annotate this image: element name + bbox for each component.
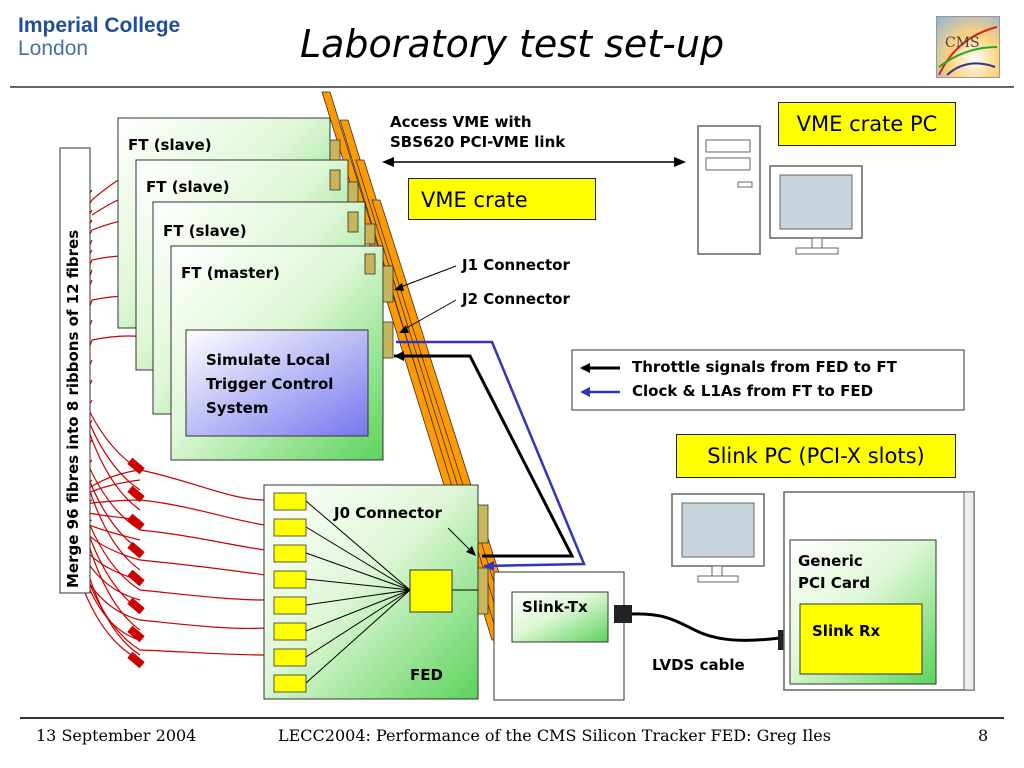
cms-emblem-icon: [938, 26, 998, 76]
fed-label: FED: [410, 666, 443, 684]
fed-input-lines: [305, 500, 480, 684]
generic-pci-line-2: PCI Card: [798, 574, 871, 592]
ft-slave-label-2: FT (slave): [146, 178, 230, 196]
slink-pc-label: Slink PC (PCI-X slots): [676, 434, 956, 478]
page-number: 8: [978, 726, 989, 745]
ribbon-connectors: [127, 457, 145, 669]
simulate-line-3: System: [206, 399, 269, 417]
slink-tx-label: Slink-Tx: [522, 598, 588, 616]
fed-fpga: [409, 569, 453, 613]
slink-rx-label: Slink Rx: [812, 622, 881, 640]
throttle-line: [394, 354, 575, 558]
j1-connector-label: J1 Connector: [462, 256, 570, 274]
cms-logo: CMS: [936, 16, 1000, 78]
imperial-logo: Imperial College London: [18, 14, 180, 60]
merge-label: Merge 96 fibres into 8 ribbons of 12 fib…: [64, 229, 82, 588]
cms-logo-text: CMS: [945, 35, 980, 51]
footer-divider: [20, 717, 1004, 719]
footer-date: 13 September 2004: [36, 726, 197, 745]
slide-title: Laboratory test set-up: [299, 22, 725, 66]
lvds-cable: [631, 612, 781, 642]
vme-crate-label: VME crate: [408, 178, 596, 220]
slink-rx-card: [799, 603, 923, 675]
ft-master-label: FT (master): [181, 264, 280, 282]
footer-title: LECC2004: Performance of the CMS Silicon…: [278, 726, 831, 745]
fed-connectors: [477, 504, 489, 615]
j2-connector-label: J2 Connector: [462, 290, 570, 308]
access-vme-line-1: Access VME with: [390, 113, 532, 131]
access-vme-line-2: SBS620 PCI-VME link: [390, 133, 566, 151]
vme-pc-monitor: [769, 165, 863, 255]
legend-throttle-label: Throttle signals from FED to FT: [632, 358, 897, 376]
slink-pc-monitor: [671, 493, 765, 583]
simulate-line-2: Trigger Control: [206, 375, 334, 393]
fed-optical-inputs: [273, 492, 307, 693]
generic-pci-line-1: Generic: [798, 552, 863, 570]
ft-card-connectors: [329, 139, 394, 359]
generic-pci-label: Generic PCI Card: [798, 550, 870, 594]
simulate-line-1: Simulate Local: [206, 351, 331, 369]
ft-slave-label-1: FT (slave): [128, 136, 212, 154]
slink-tx-card: [511, 591, 609, 643]
simulate-label: Simulate Local Trigger Control System: [206, 348, 333, 420]
clock-line: [396, 340, 586, 568]
ft-slave-label-3: FT (slave): [163, 222, 247, 240]
logo-line2: London: [18, 37, 89, 60]
slink-tx-connector: [614, 605, 632, 623]
lvds-cable-label: LVDS cable: [652, 656, 745, 674]
simulate-ltcs-box: [185, 329, 369, 437]
logo-line1: Imperial College: [18, 14, 181, 37]
legend-box: [571, 349, 965, 411]
merge-label-box: [59, 147, 91, 594]
j0-connector-label: J0 Connector: [334, 504, 442, 522]
legend-clock-label: Clock & L1As from FT to FED: [632, 382, 874, 400]
vme-pc-tower: [697, 125, 761, 255]
header-divider: [10, 86, 1014, 88]
vme-crate-pc-label: VME crate PC: [778, 102, 956, 146]
access-vme-label: Access VME with SBS620 PCI-VME link: [390, 112, 565, 152]
